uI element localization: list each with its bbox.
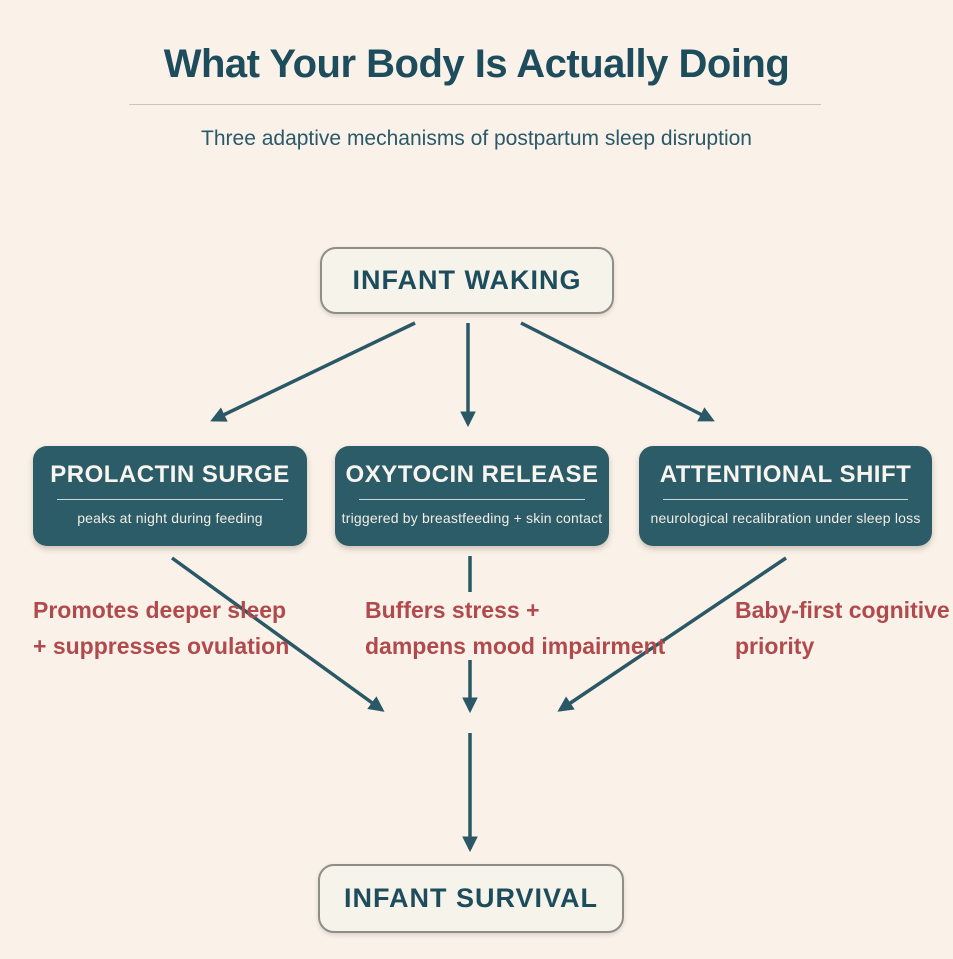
effect-line: priority	[735, 633, 815, 659]
mechanism-description: triggered by breastfeeding + skin contac…	[341, 510, 603, 526]
node-infant-waking-label: INFANT WAKING	[352, 265, 582, 295]
node-infant-waking: INFANT WAKING	[320, 247, 614, 314]
effect-text-prolactin: Promotes deeper sleep + suppresses ovula…	[33, 592, 289, 664]
effect-text-attentional: Baby-first cognitive priority	[735, 592, 950, 664]
mechanism-separator	[57, 499, 283, 500]
page-title: What Your Body Is Actually Doing	[163, 42, 790, 86]
effect-line: dampens mood impairment	[365, 633, 666, 659]
mechanism-title: ATTENTIONAL SHIFT	[659, 461, 912, 488]
mechanism-title: OXYTOCIN RELEASE	[345, 461, 599, 488]
mechanism-box-prolactin: PROLACTIN SURGE peaks at night during fe…	[33, 446, 307, 546]
effect-line: Promotes deeper sleep	[33, 597, 287, 623]
node-infant-survival: INFANT SURVIVAL	[318, 864, 624, 933]
page-subtitle: Three adaptive mechanisms of postpartum …	[201, 127, 752, 150]
effect-line: Buffers stress +	[365, 597, 540, 623]
effect-line: + suppresses ovulation	[33, 633, 290, 659]
mechanism-description: neurological recalibration under sleep l…	[650, 510, 921, 526]
effect-line: Baby-first cognitive	[735, 597, 950, 623]
mechanism-box-attentional: ATTENTIONAL SHIFT neurological recalibra…	[639, 446, 932, 546]
title-divider	[129, 104, 821, 105]
mechanism-box-oxytocin: OXYTOCIN RELEASE triggered by breastfeed…	[335, 446, 609, 546]
mechanism-separator	[663, 499, 908, 500]
arrow-waking-to-attentional	[520, 321, 715, 422]
mechanism-title: PROLACTIN SURGE	[50, 461, 290, 488]
mechanism-description: peaks at night during feeding	[77, 510, 263, 526]
effect-text-oxytocin: Buffers stress + dampens mood impairment	[365, 592, 665, 664]
node-infant-survival-label: INFANT SURVIVAL	[343, 883, 599, 913]
arrow-waking-to-prolactin	[210, 321, 416, 422]
mechanism-separator	[359, 499, 585, 500]
